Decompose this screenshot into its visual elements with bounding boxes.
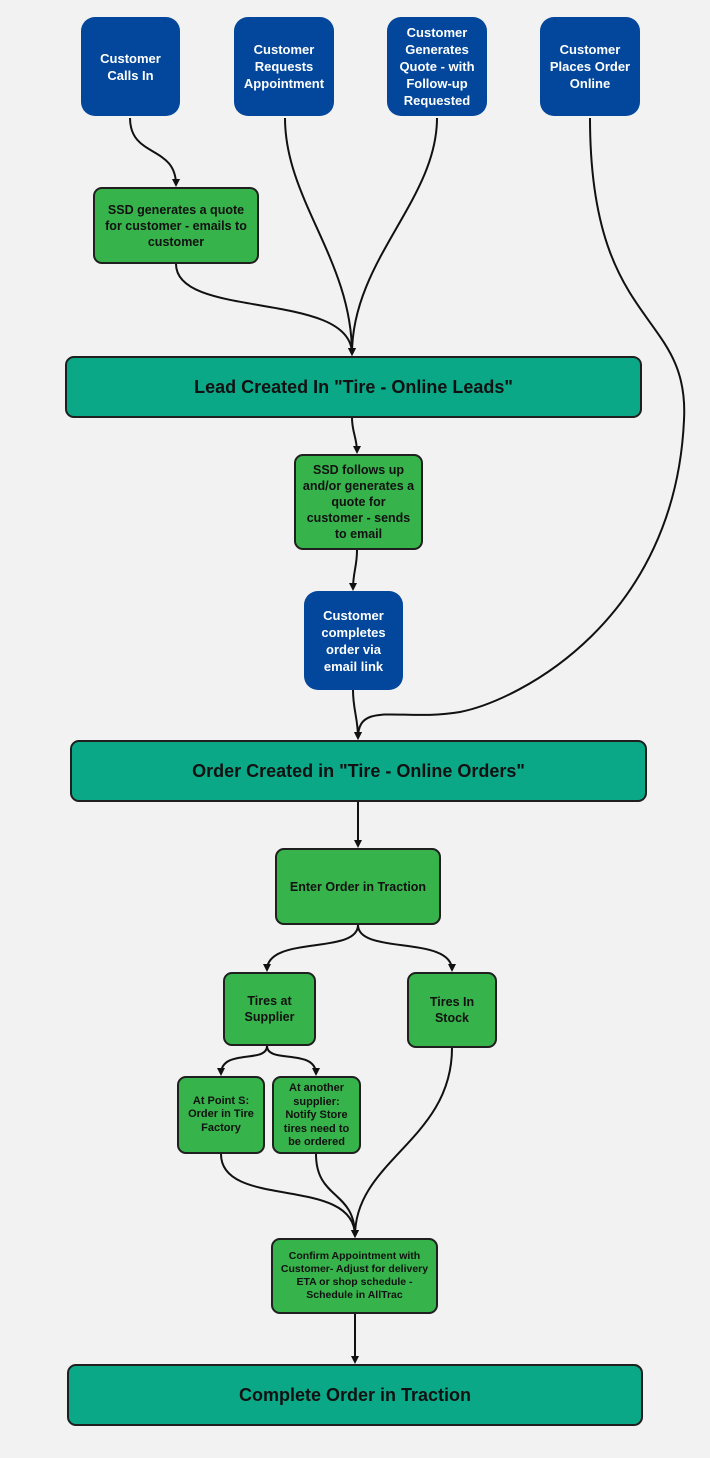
ssd-generates-quote-node: SSD generates a quote for customer - ema… [93, 187, 259, 264]
arrow-another-supplier-to-confirm-appointment [315, 1153, 359, 1238]
arrow-places-order-to-order-created [354, 117, 686, 740]
arrow-tires-in-stock-to-confirm-appointment [351, 1047, 453, 1238]
confirm-appointment-node: Confirm Appointment with Customer- Adjus… [271, 1238, 438, 1314]
arrow-generates-quote-to-lead [348, 117, 438, 356]
lead-created-bar: Lead Created In "Tire - Online Leads" [65, 356, 642, 418]
order-created-bar: Order Created in "Tire - Online Orders" [70, 740, 647, 802]
tires-at-supplier-node: Tires at Supplier [223, 972, 316, 1046]
arrow-requests-appointment-to-lead [284, 117, 356, 356]
arrow-point-s-to-confirm-appointment [220, 1153, 359, 1238]
complete-order-bar: Complete Order in Traction [67, 1364, 643, 1426]
arrow-customer-completes-to-order-created [352, 689, 362, 740]
at-point-s-node: At Point S: Order in Tire Factory [177, 1076, 265, 1154]
customer-calls-in-node: Customer Calls In [81, 17, 180, 116]
arrow-enter-order-to-tires-in-stock [357, 924, 456, 972]
customer-completes-order-node: Customer completes order via email link [304, 591, 403, 690]
arrow-tires-at-supplier-to-point-s [217, 1045, 268, 1076]
ssd-follows-up-node: SSD follows up and/or generates a quote … [294, 454, 423, 550]
customer-places-order-online-node: Customer Places Order Online [540, 17, 640, 116]
arrow-tires-at-supplier-to-another-supplier [266, 1045, 320, 1076]
customer-requests-appointment-node: Customer Requests Appointment [234, 17, 334, 116]
arrow-ssd-follow-up-to-customer-completes [349, 549, 358, 591]
arrow-enter-order-to-tires-at-supplier [263, 924, 359, 972]
arrow-lead-to-ssd-follow-up [351, 417, 361, 454]
enter-order-in-traction-node: Enter Order in Traction [275, 848, 441, 925]
arrow-ssd-quote-to-lead [175, 263, 356, 356]
tires-in-stock-node: Tires In Stock [407, 972, 497, 1048]
arrow-calls-in-to-ssd-quote [129, 117, 180, 187]
customer-generates-quote-node: Customer Generates Quote - with Follow-u… [387, 17, 487, 116]
another-supplier-node: At another supplier: Notify Store tires … [272, 1076, 361, 1154]
